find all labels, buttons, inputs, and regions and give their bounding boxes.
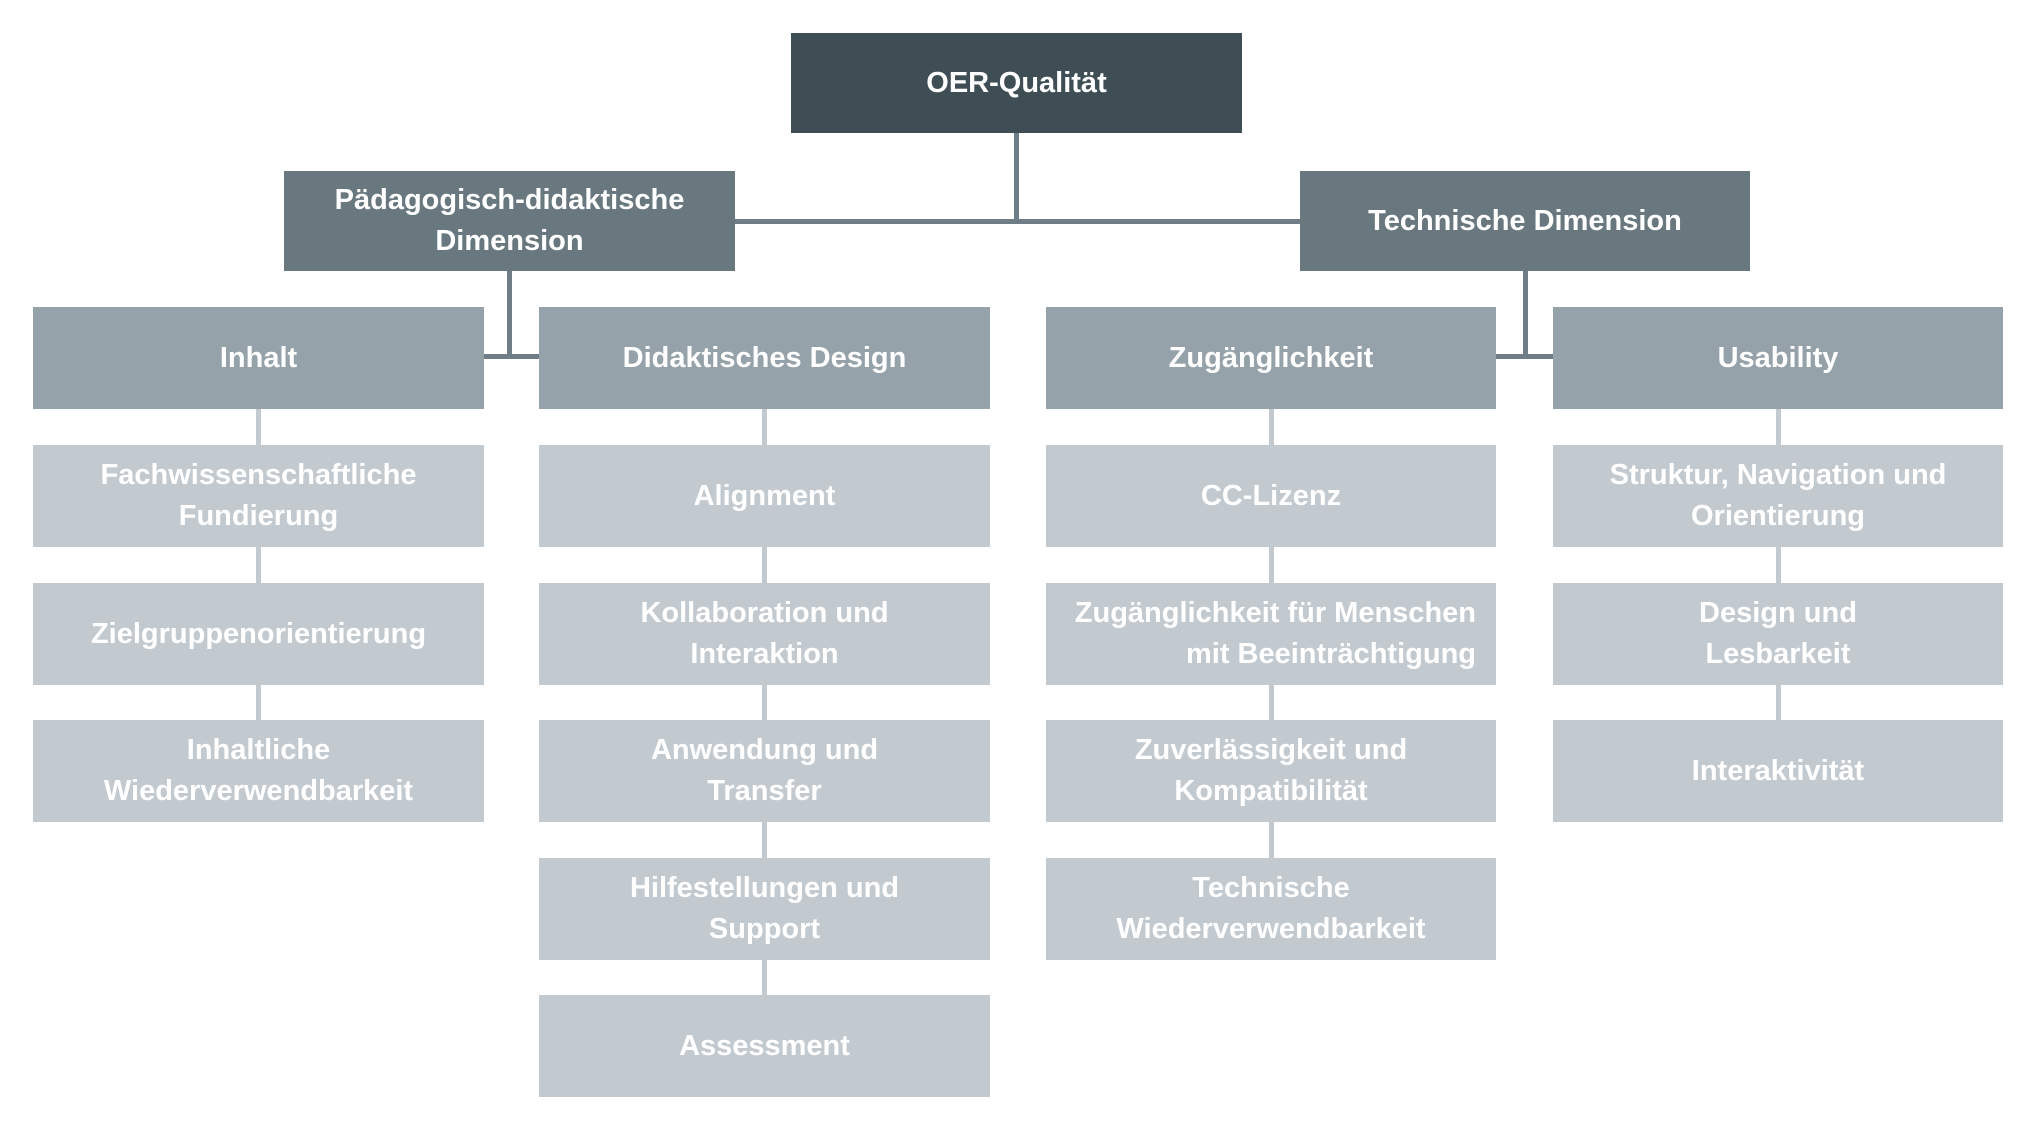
- connector-stub: [1776, 685, 1781, 720]
- connector-stub: [1269, 409, 1274, 445]
- leaf-box-interaktivitaet: Interaktivität: [1553, 720, 2003, 822]
- connector-stub: [1776, 547, 1781, 583]
- connector-technisch-drop: [1523, 271, 1528, 359]
- connector-dimensions-horizontal: [735, 219, 1300, 224]
- leaf-box-zugaenglichkeit-fuer-menschen: Zugänglichkeit für Menschen mit Beeinträ…: [1046, 583, 1496, 685]
- leaf-box-design-und-lesbarkeit: Design und Lesbarkeit: [1553, 583, 2003, 685]
- connector-stub: [762, 685, 767, 720]
- connector-stub: [762, 547, 767, 583]
- leaf-box-anwendung-und-transfer: Anwendung und Transfer: [539, 720, 990, 822]
- connector-paedagogisch-drop: [507, 271, 512, 359]
- leaf-box-zielgruppenorientierung: Zielgruppenorientierung: [33, 583, 484, 685]
- dimension-box-technisch: Technische Dimension: [1300, 171, 1750, 271]
- connector-zugaenglichkeit-usability: [1496, 354, 1553, 359]
- category-box-zugaenglichkeit: Zugänglichkeit: [1046, 307, 1496, 409]
- connector-stub: [1776, 409, 1781, 445]
- category-box-usability: Usability: [1553, 307, 2003, 409]
- connector-stub: [762, 960, 767, 995]
- connector-stub: [256, 547, 261, 583]
- leaf-box-fachwissenschaftliche-fundierung: Fachwissenschaftliche Fundierung: [33, 445, 484, 547]
- connector-stub: [1269, 547, 1274, 583]
- category-box-didaktisches-design: Didaktisches Design: [539, 307, 990, 409]
- leaf-box-inhaltliche-wiederverwendbarkeit: Inhaltliche Wiederverwendbarkeit: [33, 720, 484, 822]
- category-box-inhalt: Inhalt: [33, 307, 484, 409]
- leaf-box-kollaboration-und-interaktion: Kollaboration und Interaktion: [539, 583, 990, 685]
- connector-stub: [1269, 685, 1274, 720]
- connector-stub: [762, 822, 767, 858]
- leaf-box-zuverlaessigkeit-und-kompatibilitaet: Zuverlässigkeit und Kompatibilität: [1046, 720, 1496, 822]
- dimension-box-paedagogisch-didaktisch: Pädagogisch-didaktische Dimension: [284, 171, 735, 271]
- connector-root-drop: [1014, 133, 1019, 224]
- leaf-box-cc-lizenz: CC-Lizenz: [1046, 445, 1496, 547]
- connector-stub: [256, 409, 261, 445]
- leaf-box-hilfestellungen-und-support: Hilfestellungen und Support: [539, 858, 990, 960]
- connector-stub: [256, 685, 261, 720]
- connector-inhalt-didaktisches: [484, 354, 539, 359]
- root-box-oer-qualitaet: OER-Qualität: [791, 33, 1242, 133]
- leaf-box-assessment: Assessment: [539, 995, 990, 1097]
- connector-stub: [762, 409, 767, 445]
- connector-stub: [1269, 822, 1274, 858]
- leaf-box-alignment: Alignment: [539, 445, 990, 547]
- leaf-box-struktur-navigation-und-orientierung: Struktur, Navigation und Orientierung: [1553, 445, 2003, 547]
- leaf-box-technische-wiederverwendbarkeit: Technische Wiederverwendbarkeit: [1046, 858, 1496, 960]
